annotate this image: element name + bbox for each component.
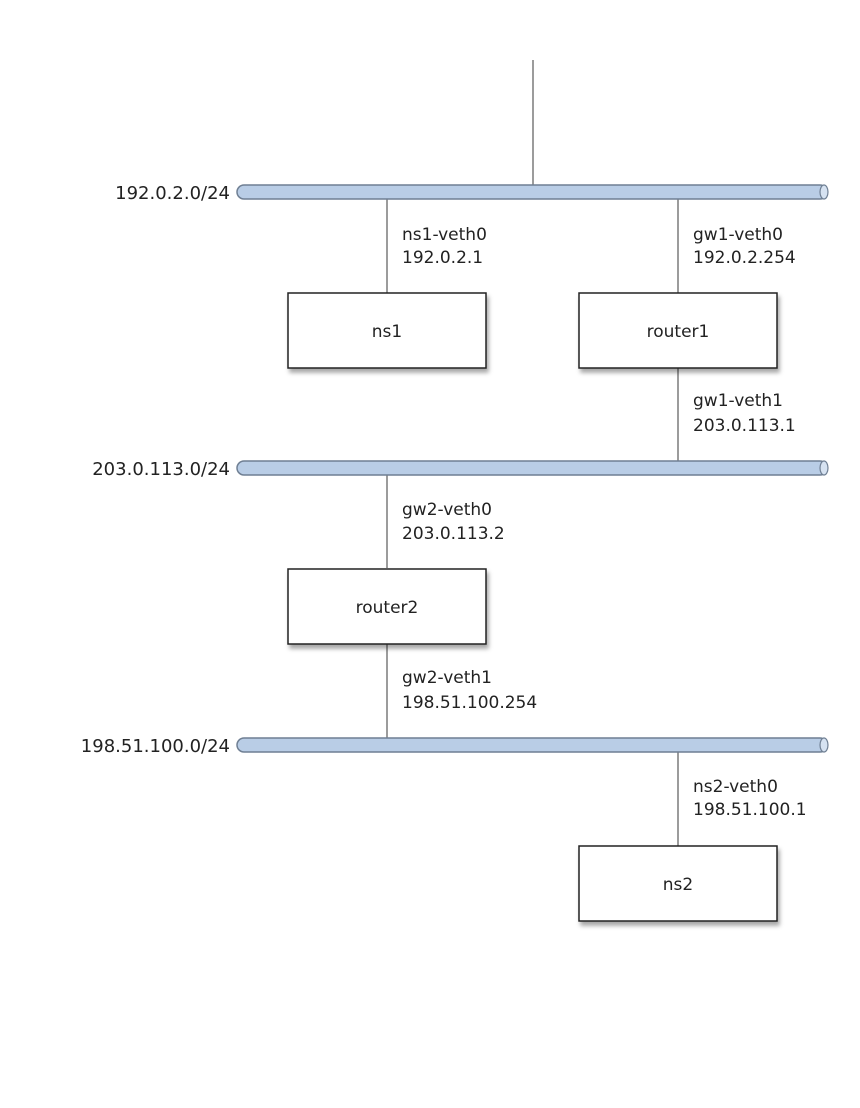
interface-ip: 203.0.113.2 [402,524,505,544]
network-bus-net3 [236,737,829,753]
interface-ns1-veth0: ns1-veth0 192.0.2.1 [402,225,487,268]
network-label-net2: 203.0.113.0/24 [92,459,230,480]
interface-name: gw2-veth1 [402,668,492,688]
interface-ip: 203.0.113.1 [693,416,796,436]
node-router1: router1 [578,292,778,369]
interface-ip: 192.0.2.1 [402,248,483,268]
interface-gw1-veth1: gw1-veth1 203.0.113.1 [693,391,796,436]
network-label-net3: 198.51.100.0/24 [81,736,230,757]
interface-ip: 198.51.100.1 [693,800,807,820]
node-label-ns2: ns2 [663,875,693,895]
interface-gw2-veth0: gw2-veth0 203.0.113.2 [402,500,505,544]
node-ns2: ns2 [578,845,778,922]
network-bus-net1 [236,184,829,200]
interface-name: gw1-veth1 [693,391,783,411]
node-label-router1: router1 [647,322,710,342]
interface-gw2-veth1: gw2-veth1 198.51.100.254 [402,668,537,713]
interface-ns2-veth0: ns2-veth0 198.51.100.1 [693,777,807,820]
interface-ip: 192.0.2.254 [693,248,796,268]
node-label-router2: router2 [356,598,419,618]
node-label-ns1: ns1 [372,322,402,342]
interface-name: ns1-veth0 [402,225,487,245]
interface-gw1-veth0: gw1-veth0 192.0.2.254 [693,225,796,268]
node-ns1: ns1 [287,292,487,369]
node-router2: router2 [287,568,487,645]
network-label-net1: 192.0.2.0/24 [115,183,230,204]
interface-name: ns2-veth0 [693,777,778,797]
network-bus-net2 [236,460,829,476]
interface-ip: 198.51.100.254 [402,693,537,713]
interface-name: gw2-veth0 [402,500,492,520]
interface-name: gw1-veth0 [693,225,783,245]
